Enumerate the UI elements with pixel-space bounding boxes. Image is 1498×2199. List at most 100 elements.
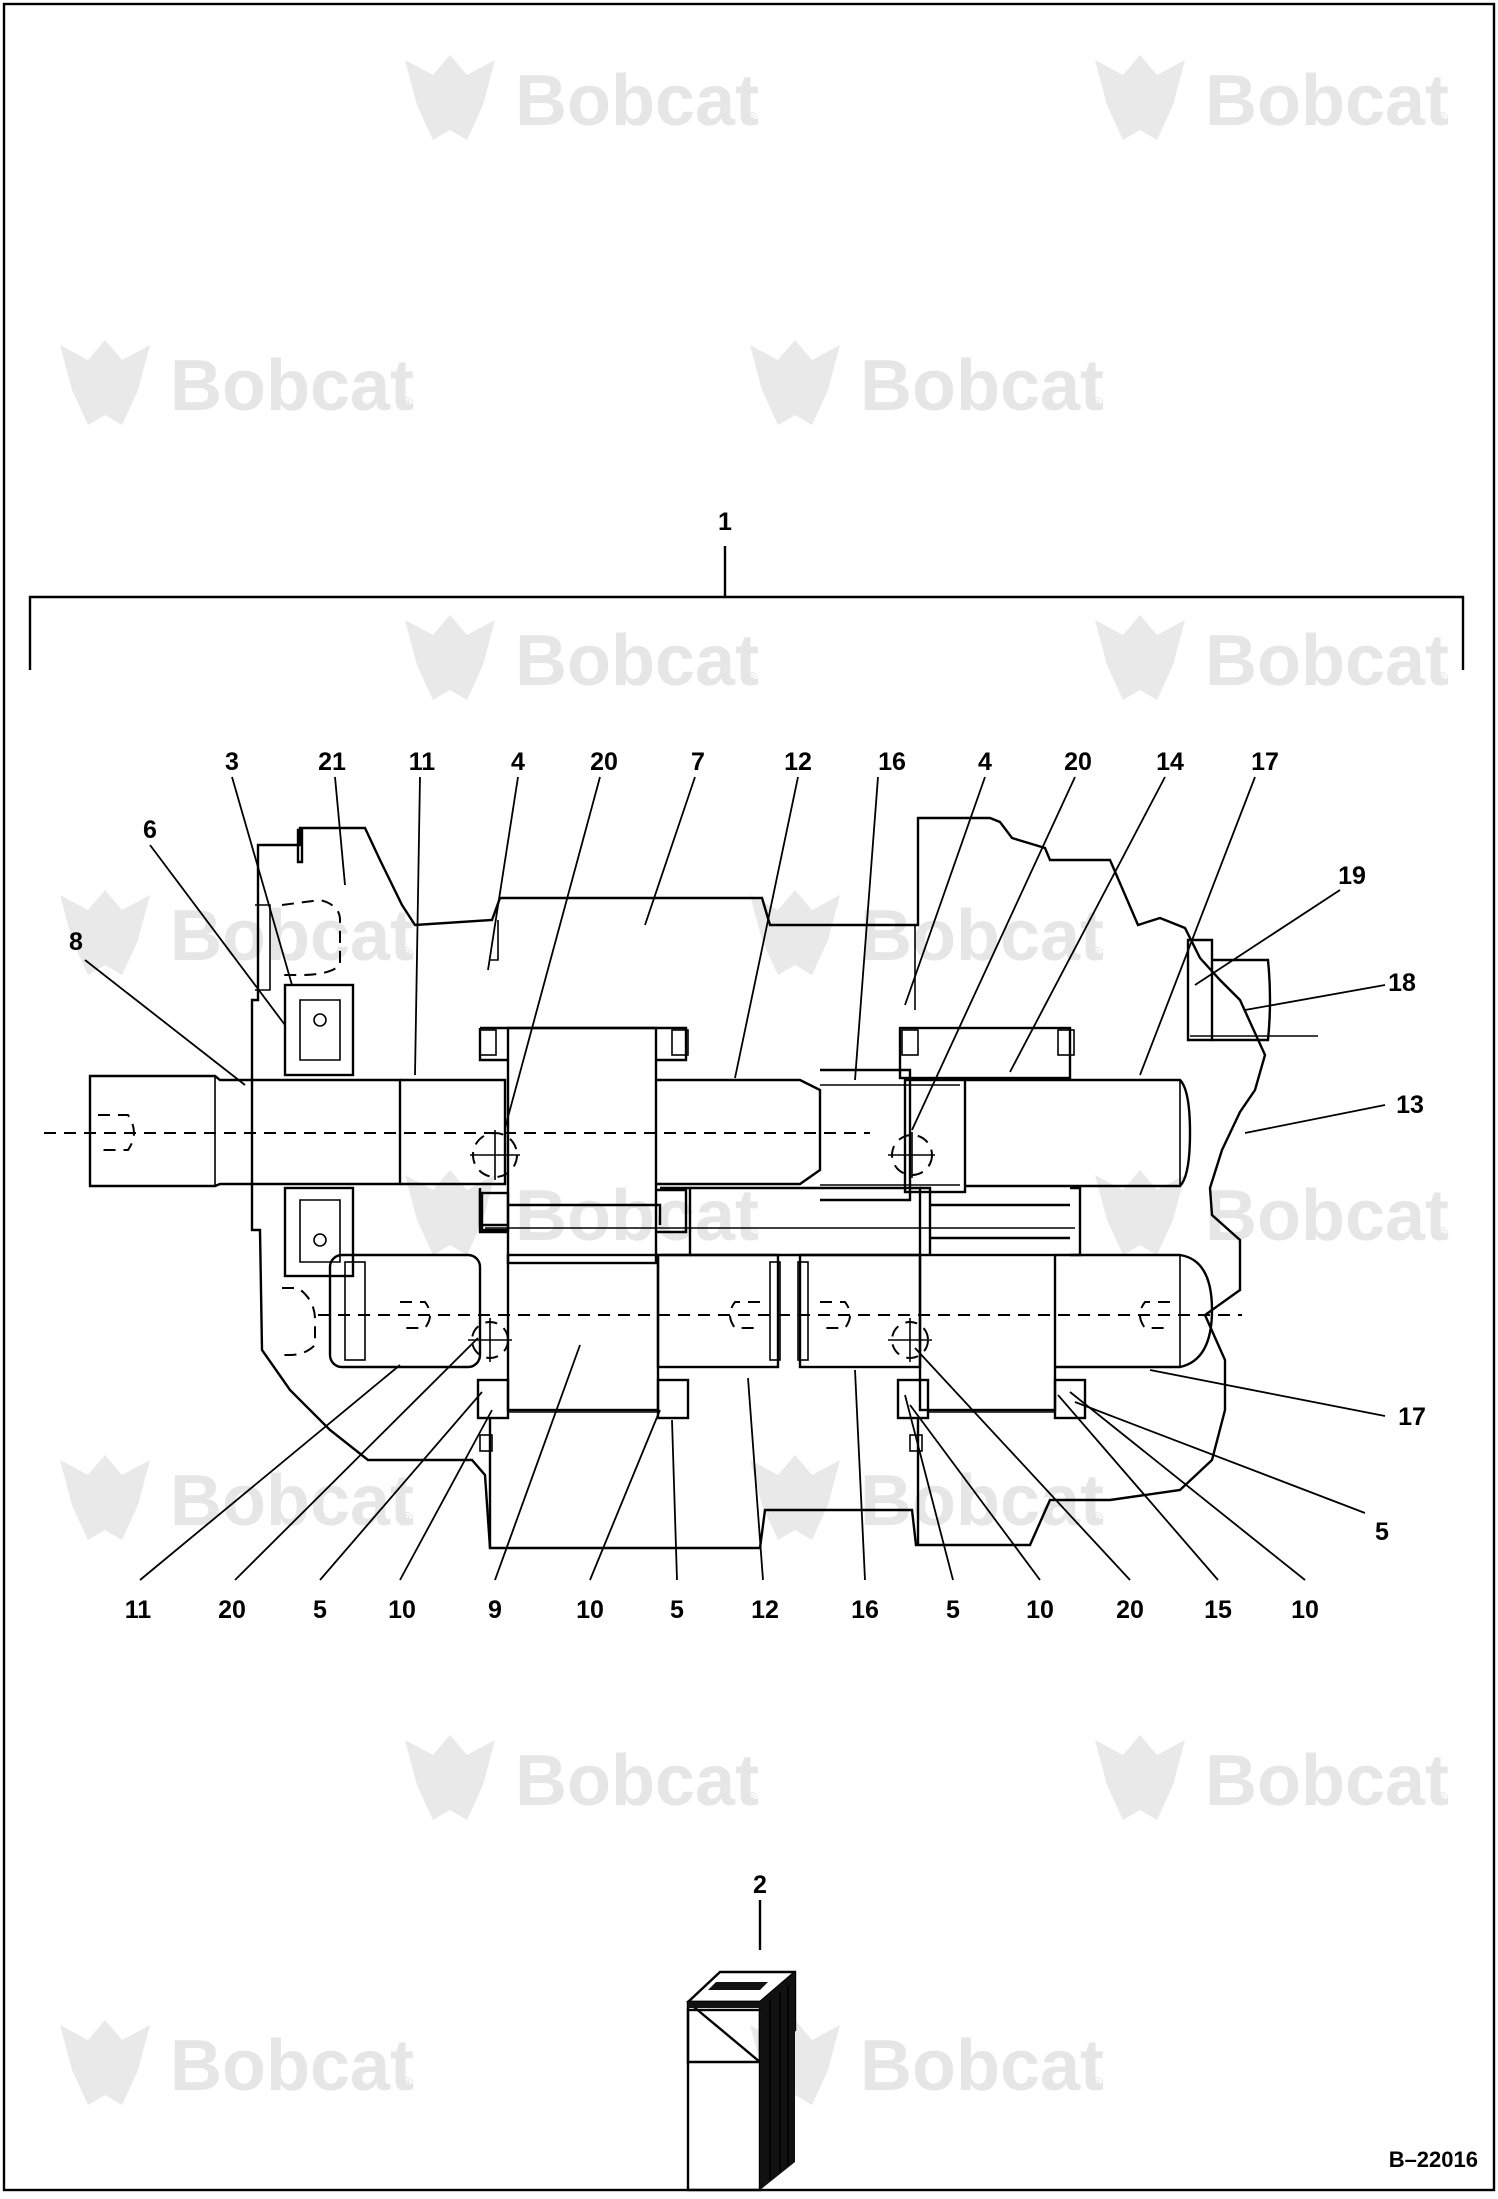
watermark-wordmark: Bobcat bbox=[515, 621, 759, 701]
watermark-wordmark: Bobcat bbox=[515, 61, 759, 141]
watermark-wordmark: Bobcat bbox=[515, 1176, 759, 1256]
assembly-callout-1: 1 bbox=[718, 508, 732, 536]
shaft-seal bbox=[283, 983, 355, 1278]
bobcat-logo-icon bbox=[60, 1455, 150, 1540]
callout-top-5: 20 bbox=[590, 748, 618, 776]
watermark-2: Bobcat® bbox=[1095, 55, 1449, 141]
watermark-wordmark: Bobcat bbox=[170, 1461, 414, 1541]
rear-cover bbox=[1186, 938, 1318, 1042]
callout-bottom-4: 10 bbox=[388, 1596, 416, 1624]
watermark-wordmark: Bobcat bbox=[860, 896, 1104, 976]
leader-lines bbox=[84, 776, 1386, 1581]
watermark-registered-mark: ® bbox=[1435, 1224, 1448, 1244]
watermark-registered-mark: ® bbox=[745, 1789, 758, 1809]
bobcat-logo-icon bbox=[405, 615, 495, 700]
callout-left-2: 8 bbox=[69, 928, 83, 956]
bobcat-logo-icon bbox=[750, 340, 840, 425]
bobcat-logo-icon bbox=[1095, 1735, 1185, 1820]
bobcat-logo-icon bbox=[1095, 55, 1185, 140]
seal-kit-box bbox=[686, 1900, 797, 2192]
watermark-registered-mark: ® bbox=[1090, 2074, 1103, 2094]
bobcat-logo-icon bbox=[405, 1735, 495, 1820]
front-gear-section bbox=[470, 1026, 689, 1265]
callout-top-12: 17 bbox=[1251, 748, 1279, 776]
watermark-registered-mark: ® bbox=[745, 1224, 758, 1244]
lower-gear-assembly bbox=[318, 1186, 1242, 1412]
watermark-9: Bobcat® bbox=[405, 1170, 759, 1256]
pump-housing bbox=[250, 816, 1267, 1550]
callout-right-4: 17 bbox=[1398, 1403, 1426, 1431]
watermark-11: Bobcat® bbox=[60, 1455, 414, 1541]
callout-top-6: 7 bbox=[691, 748, 705, 776]
bobcat-logo-icon bbox=[1095, 615, 1185, 700]
watermark-wordmark: Bobcat bbox=[515, 1741, 759, 1821]
watermark-wordmark: Bobcat bbox=[1205, 1741, 1449, 1821]
callout-bottom-7: 5 bbox=[670, 1596, 684, 1624]
callout-top-1: 3 bbox=[225, 748, 239, 776]
bobcat-logo-icon bbox=[405, 55, 495, 140]
watermark-registered-mark: ® bbox=[1090, 944, 1103, 964]
callout-bottom-6: 10 bbox=[576, 1596, 604, 1624]
watermark-registered-mark: ® bbox=[1435, 1789, 1448, 1809]
watermark-layer: Bobcat®Bobcat®Bobcat®Bobcat®Bobcat®Bobca… bbox=[60, 55, 1449, 2106]
rear-gear-section bbox=[888, 1026, 1192, 1194]
assembly-bracket bbox=[28, 546, 1465, 670]
callout-bottom-5: 9 bbox=[488, 1596, 502, 1624]
callout-right-2: 18 bbox=[1388, 969, 1416, 997]
callout-top-3: 11 bbox=[409, 748, 436, 776]
watermark-wordmark: Bobcat bbox=[170, 346, 414, 426]
drive-shaft bbox=[44, 1074, 870, 1188]
watermark-registered-mark: ® bbox=[1090, 394, 1103, 414]
watermark-registered-mark: ® bbox=[400, 944, 413, 964]
lower-bearings bbox=[476, 1378, 1087, 1548]
callout-bottom-9: 16 bbox=[851, 1596, 879, 1624]
watermark-wordmark: Bobcat bbox=[1205, 621, 1449, 701]
watermark-5: Bobcat® bbox=[405, 615, 759, 701]
watermark-wordmark: Bobcat bbox=[170, 896, 414, 976]
watermark-14: Bobcat® bbox=[1095, 1735, 1449, 1821]
callout-bottom-11: 10 bbox=[1026, 1596, 1054, 1624]
callout-right-3: 13 bbox=[1396, 1091, 1424, 1119]
watermark-15: Bobcat® bbox=[60, 2020, 414, 2106]
callout-bottom-14: 10 bbox=[1291, 1596, 1319, 1624]
bobcat-logo-icon bbox=[60, 340, 150, 425]
watermark-registered-mark: ® bbox=[745, 669, 758, 689]
bobcat-logo-icon bbox=[60, 2020, 150, 2105]
callout-top-8: 16 bbox=[878, 748, 906, 776]
watermark-registered-mark: ® bbox=[1435, 109, 1448, 129]
watermark-7: Bobcat® bbox=[60, 890, 414, 976]
callout-bottom-10: 5 bbox=[946, 1596, 960, 1624]
callout-labels: 3 21 11 4 20 7 12 16 4 20 14 17 6 8 19 1… bbox=[69, 748, 1426, 1624]
watermark-12: Bobcat® bbox=[750, 1455, 1104, 1541]
watermark-16: Bobcat® bbox=[750, 2020, 1104, 2106]
watermark-wordmark: Bobcat bbox=[1205, 61, 1449, 141]
callout-top-10: 20 bbox=[1064, 748, 1092, 776]
watermark-registered-mark: ® bbox=[1090, 1509, 1103, 1529]
callout-top-9: 4 bbox=[978, 748, 992, 776]
watermark-wordmark: Bobcat bbox=[170, 2026, 414, 2106]
watermark-registered-mark: ® bbox=[400, 394, 413, 414]
watermark-registered-mark: ® bbox=[400, 1509, 413, 1529]
callout-top-2: 21 bbox=[318, 748, 346, 776]
callout-right-1: 19 bbox=[1338, 862, 1366, 890]
watermark-4: Bobcat® bbox=[750, 340, 1104, 426]
callout-bottom-12: 20 bbox=[1116, 1596, 1144, 1624]
figure-number: B–22016 bbox=[1389, 2147, 1478, 2172]
callout-top-11: 14 bbox=[1156, 748, 1184, 776]
watermark-registered-mark: ® bbox=[1435, 669, 1448, 689]
callout-bottom-2: 20 bbox=[218, 1596, 246, 1624]
bobcat-logo-icon bbox=[405, 1170, 495, 1255]
callout-left-1: 6 bbox=[143, 816, 157, 844]
callout-bottom-3: 5 bbox=[313, 1596, 327, 1624]
watermark-wordmark: Bobcat bbox=[1205, 1176, 1449, 1256]
bobcat-logo-icon bbox=[750, 1455, 840, 1540]
callout-part-2: 2 bbox=[753, 1871, 767, 1899]
watermark-wordmark: Bobcat bbox=[860, 2026, 1104, 2106]
watermark-8: Bobcat® bbox=[750, 890, 1104, 976]
watermark-1: Bobcat® bbox=[405, 55, 759, 141]
watermark-6: Bobcat® bbox=[1095, 615, 1449, 701]
callout-top-7: 12 bbox=[784, 748, 812, 776]
